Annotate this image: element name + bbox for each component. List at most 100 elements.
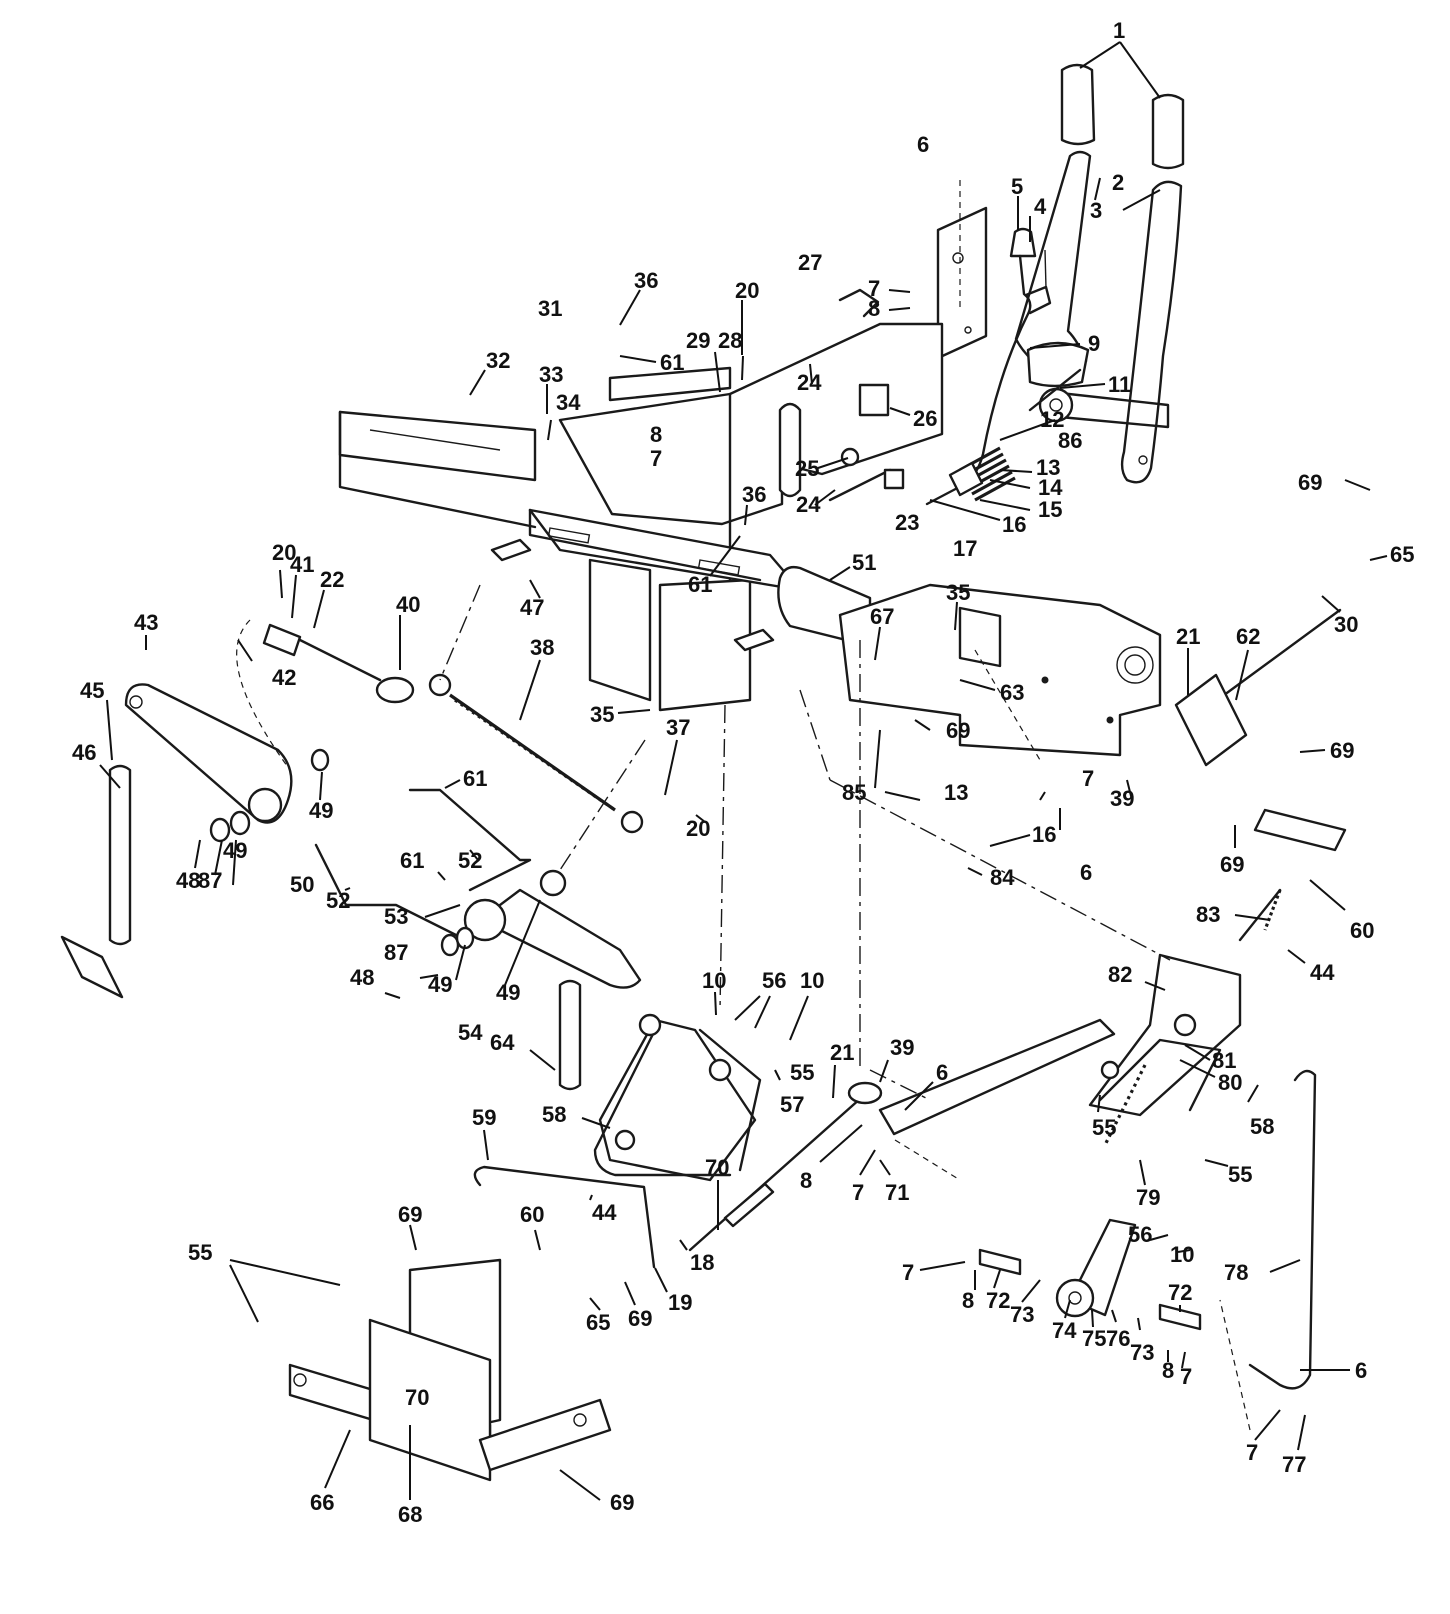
small-link-64 — [558, 979, 582, 1091]
callout-55c: 55 — [1228, 1162, 1252, 1187]
callout-6d: 6 — [1355, 1358, 1367, 1383]
callout-50: 50 — [290, 872, 314, 897]
callout-36: 36 — [634, 268, 658, 293]
callout-72: 72 — [986, 1288, 1010, 1313]
callout-87b: 87 — [384, 940, 408, 965]
handle-grips — [1060, 63, 1185, 170]
callout-59: 59 — [472, 1105, 496, 1130]
callout-49: 49 — [309, 798, 333, 823]
lower-arm-plate — [463, 869, 642, 989]
callout-22: 22 — [320, 567, 344, 592]
callout-labels: 1 2 3 4 5 6 7 8 9 11 12 86 13 14 15 16 1… — [72, 18, 1414, 1527]
callout-48: 48 — [176, 868, 200, 893]
callout-13b: 13 — [944, 780, 968, 805]
callout-55b: 55 — [1092, 1115, 1116, 1140]
callout-48b: 48 — [350, 965, 374, 990]
callout-69d: 69 — [1220, 852, 1244, 877]
callout-61b: 61 — [688, 572, 712, 597]
callout-57: 57 — [780, 1092, 804, 1117]
callout-69f: 69 — [398, 1202, 422, 1227]
left-footplate — [60, 935, 124, 999]
callout-11: 11 — [1108, 372, 1131, 397]
control-lever-right — [1120, 180, 1183, 484]
callout-73b: 73 — [1130, 1340, 1154, 1365]
callout-65b: 65 — [586, 1310, 610, 1335]
callout-77: 77 — [1282, 1452, 1306, 1477]
callout-44b: 44 — [592, 1200, 617, 1225]
callout-72b: 72 — [1168, 1280, 1192, 1305]
callout-46: 46 — [72, 740, 96, 765]
left-arm-plate — [124, 683, 293, 824]
callout-14: 14 — [1038, 475, 1063, 500]
callout-38: 38 — [530, 635, 554, 660]
callout-16b: 16 — [1032, 822, 1056, 847]
assembly-dashlines — [439, 584, 1251, 1431]
callout-24b: 24 — [796, 492, 821, 517]
callout-7b: 7 — [650, 446, 662, 471]
callout-61: 61 — [660, 350, 684, 375]
callout-79: 79 — [1136, 1185, 1160, 1210]
callout-7d: 7 — [852, 1180, 864, 1205]
callout-8b: 8 — [650, 422, 662, 447]
callout-9: 9 — [1088, 331, 1100, 356]
callout-20c: 20 — [686, 816, 710, 841]
callout-20b: 20 — [272, 540, 296, 565]
callout-52: 52 — [458, 848, 482, 873]
main-frame — [338, 322, 1162, 761]
callout-61d: 61 — [400, 848, 424, 873]
callout-63: 63 — [1000, 680, 1024, 705]
callout-19: 19 — [668, 1290, 692, 1315]
callout-76: 76 — [1106, 1326, 1130, 1351]
callout-40: 40 — [396, 592, 420, 617]
callout-7e: 7 — [902, 1260, 914, 1285]
callout-7c: 7 — [1082, 766, 1094, 791]
callout-81: 81 — [1212, 1048, 1236, 1073]
callout-80: 80 — [1218, 1070, 1242, 1095]
callout-49c: 49 — [428, 972, 452, 997]
upper-bent-rod — [408, 788, 532, 892]
callout-83: 83 — [1196, 902, 1220, 927]
link-rod-60 — [1238, 888, 1282, 942]
callout-37: 37 — [666, 715, 690, 740]
spacer-tubes-72 — [978, 1248, 1202, 1331]
callout-87: 87 — [198, 868, 222, 893]
callout-56: 56 — [762, 968, 786, 993]
callout-13: 13 — [1036, 455, 1060, 480]
callout-58: 58 — [542, 1102, 566, 1127]
callout-25: 25 — [795, 456, 819, 481]
callout-65: 65 — [1390, 542, 1414, 567]
pedal-rod-78 — [1248, 1069, 1317, 1390]
left-link-bar — [108, 764, 132, 946]
callout-4: 4 — [1034, 194, 1047, 219]
callout-71: 71 — [885, 1180, 909, 1205]
callout-75: 75 — [1082, 1326, 1106, 1351]
callout-69g: 69 — [610, 1490, 634, 1515]
callout-42: 42 — [272, 665, 296, 690]
callout-10b: 10 — [800, 968, 824, 993]
callout-67: 67 — [870, 604, 894, 629]
clevis-40 — [236, 619, 415, 771]
callout-35b: 35 — [590, 702, 614, 727]
lower-bent-rod — [314, 843, 458, 937]
callout-64: 64 — [490, 1030, 515, 1055]
callout-3: 3 — [1090, 198, 1102, 223]
long-link-bar — [878, 1018, 1116, 1136]
callout-78: 78 — [1224, 1260, 1248, 1285]
callout-29: 29 — [686, 328, 710, 353]
pivot-yoke-74 — [1055, 1218, 1137, 1318]
callout-7f: 7 — [1180, 1364, 1192, 1389]
callout-8c: 8 — [800, 1168, 812, 1193]
callout-8: 8 — [868, 296, 880, 321]
callout-49d: 49 — [496, 980, 520, 1005]
callout-55: 55 — [790, 1060, 814, 1085]
callout-62: 62 — [1236, 624, 1260, 649]
callout-21: 21 — [1176, 624, 1200, 649]
callout-10c: 10 — [1170, 1242, 1194, 1267]
bent-rod-59 — [473, 1165, 656, 1269]
callout-69: 69 — [1298, 470, 1322, 495]
callout-2: 2 — [1112, 170, 1124, 195]
callout-1: 1 — [1113, 18, 1125, 43]
callout-82: 82 — [1108, 962, 1132, 987]
upper-adjust-spring — [948, 368, 1082, 502]
callout-85: 85 — [842, 780, 866, 805]
